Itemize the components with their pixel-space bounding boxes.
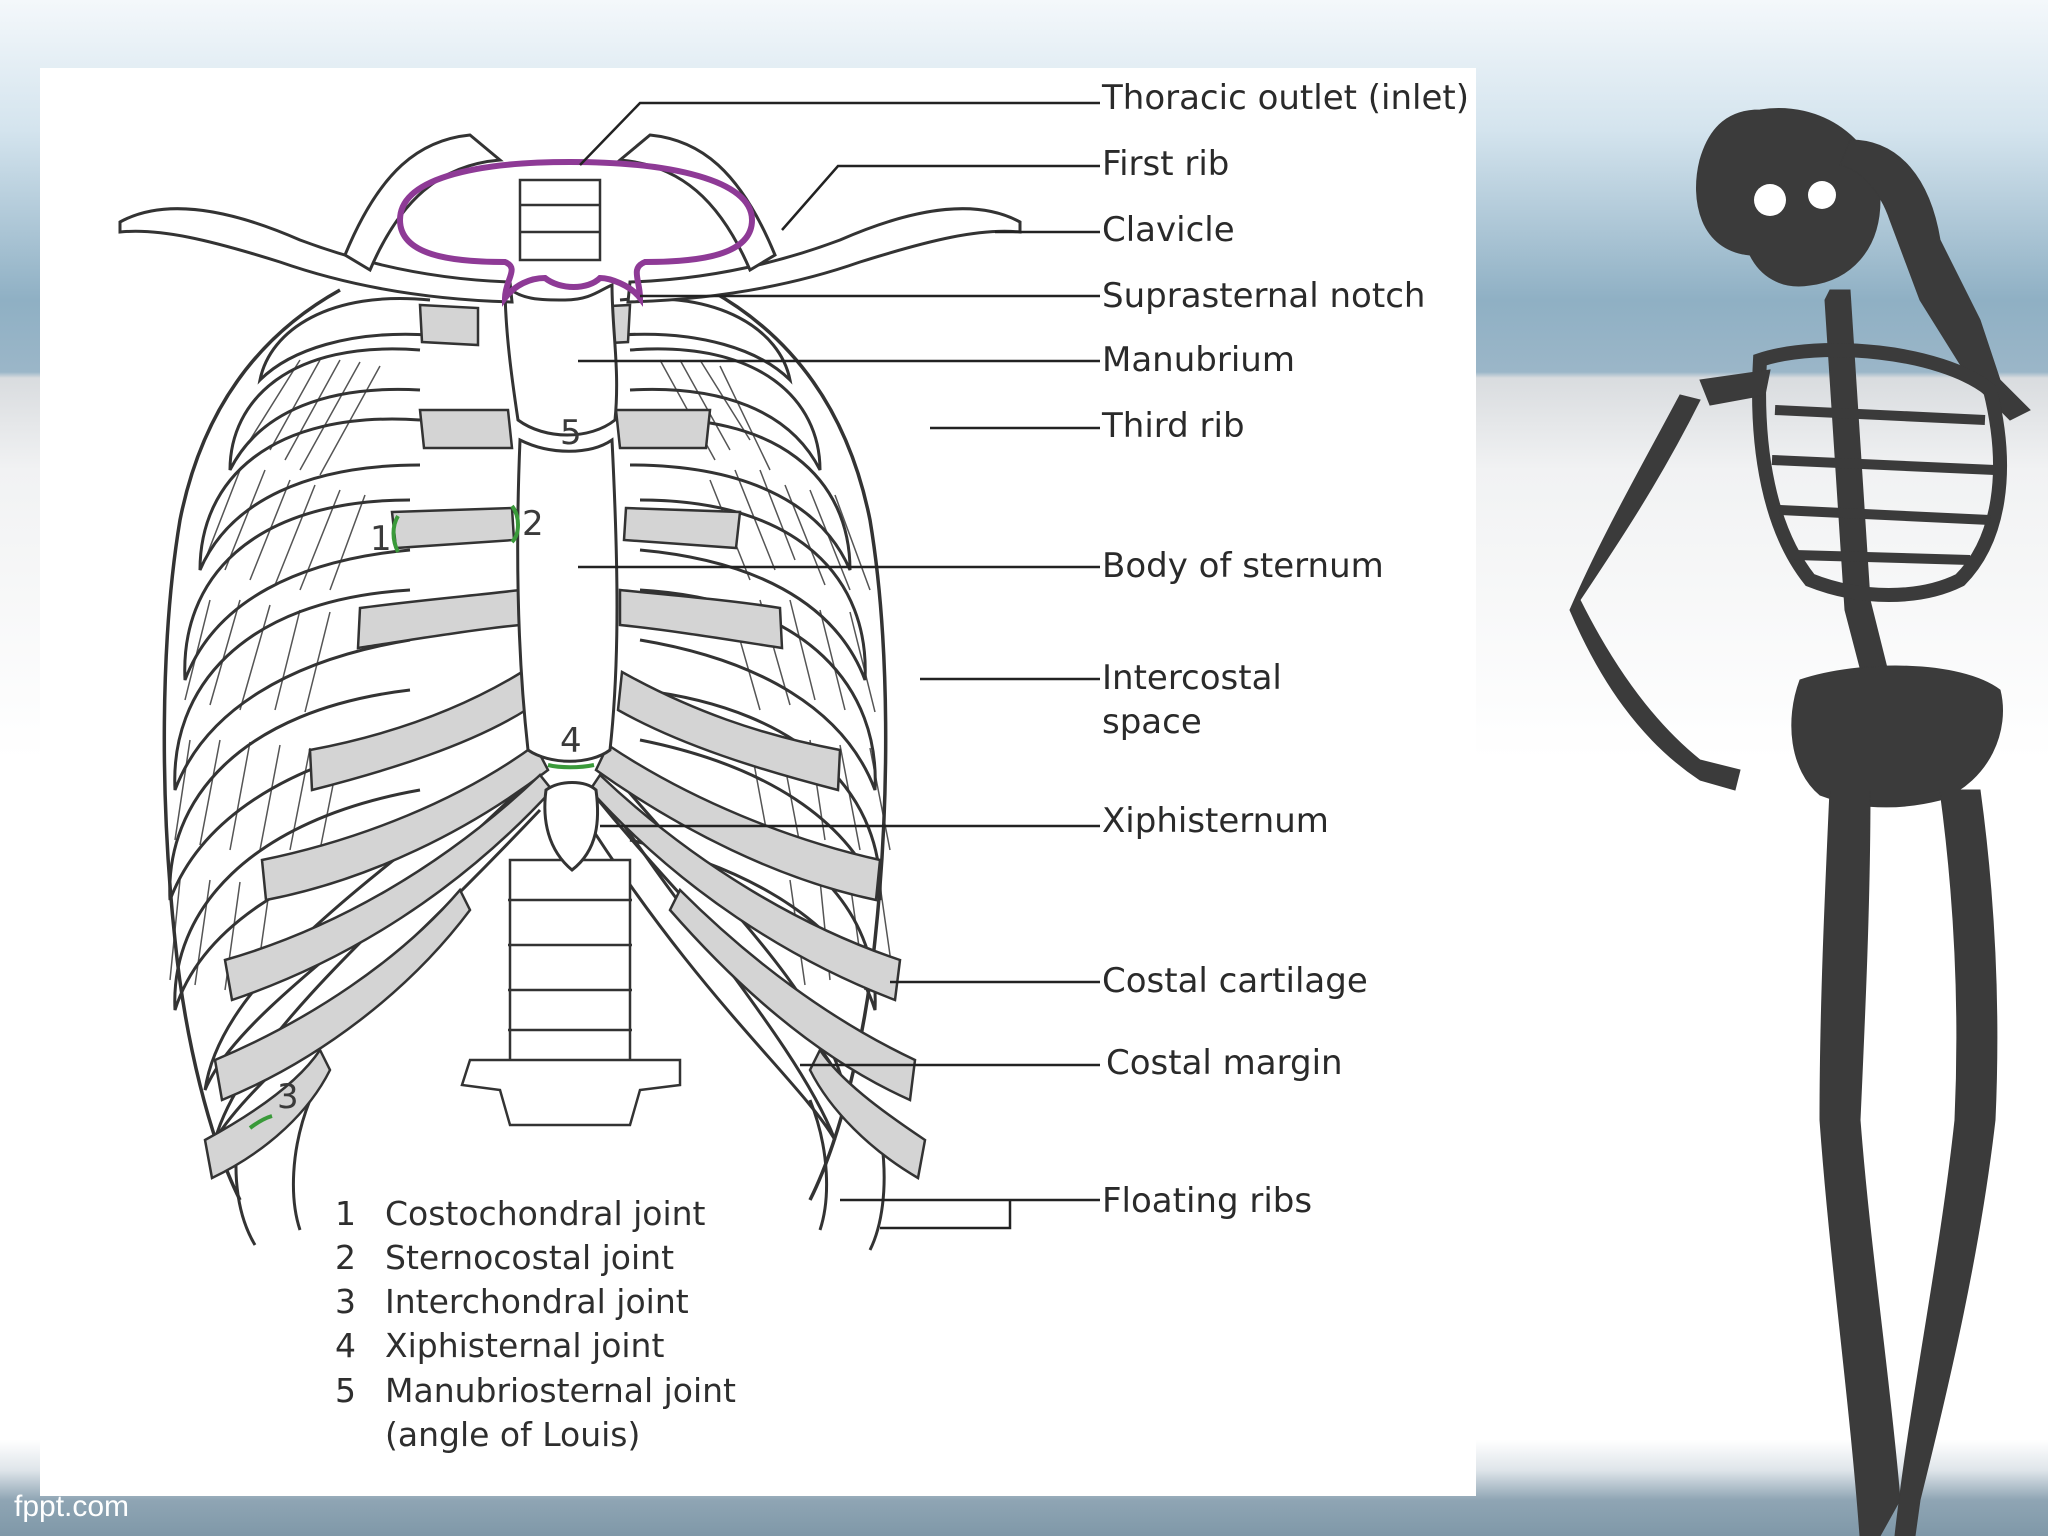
costochondral-mark <box>391 514 400 553</box>
manubrium-shape <box>503 281 619 437</box>
label-costal-cartilage: Costal cartilage <box>1102 961 1368 1001</box>
right-rib-3 <box>629 417 852 571</box>
joint-legend: 1 Costochondral joint 2 Sternocostal joi… <box>335 1194 736 1454</box>
sternal-body-shape <box>516 437 619 763</box>
legend-text-3: Interchondral joint <box>385 1282 689 1321</box>
sternocostal-mark <box>510 504 520 544</box>
left-clavicle <box>118 207 514 304</box>
right-leg <box>1894 789 1998 1536</box>
legend-num-4: 4 <box>335 1326 356 1365</box>
legend-text-2: Sternocostal joint <box>385 1238 674 1277</box>
label-thoracic-outlet: Thoracic outlet (inlet) <box>1101 78 1469 118</box>
cartilage-left-4 <box>356 588 522 650</box>
label-intercostal-space-line2: space <box>1102 702 1202 742</box>
joint-number-1: 1 <box>370 519 392 559</box>
joint-number-4: 4 <box>560 721 582 761</box>
right-rib-1 <box>619 297 793 385</box>
rib-hatching-right <box>659 359 896 991</box>
cartilage-right-2 <box>614 408 712 450</box>
thoracic-outlet-ring <box>396 158 756 307</box>
xiphisternal-mark <box>547 763 595 770</box>
clavicles <box>118 207 1022 304</box>
right-clavicle <box>626 207 1022 304</box>
left-rib-4 <box>183 498 411 681</box>
left-rib-1 <box>257 297 431 385</box>
legend-num-2: 2 <box>335 1238 356 1277</box>
joint-number-5: 5 <box>560 413 582 453</box>
label-xiphisternum: Xiphisternum <box>1102 801 1329 841</box>
costal-cartilages <box>203 303 927 1180</box>
cartilage-left-8 <box>213 887 472 1102</box>
label-clavicle: Clavicle <box>1102 210 1235 250</box>
label-manubrium: Manubrium <box>1102 340 1295 380</box>
label-first-rib: First rib <box>1102 144 1229 184</box>
legend-text-4: Xiphisternal joint <box>385 1326 664 1365</box>
skeleton-silhouette <box>1569 108 2031 1536</box>
label-floating-ribs: Floating ribs <box>1102 1181 1312 1221</box>
cartilage-left-6 <box>260 743 550 902</box>
label-third-rib: Third rib <box>1101 406 1245 446</box>
skeleton-ribcage <box>1752 343 2007 602</box>
legend-num-3: 3 <box>335 1282 356 1321</box>
leader-lines <box>578 101 1100 1230</box>
cartilage-left-2 <box>418 408 514 450</box>
legend-num-1: 1 <box>335 1194 356 1233</box>
left-rib-3 <box>198 417 421 571</box>
joint-number-3: 3 <box>277 1077 299 1117</box>
interchondral-mark <box>248 1114 273 1130</box>
cartilage-right-9 <box>808 1047 927 1180</box>
skull <box>1696 108 1881 287</box>
left-leg <box>1819 789 1901 1536</box>
left-rib-5 <box>173 588 411 791</box>
label-intercostal-space-line1: Intercostal <box>1102 658 1282 698</box>
joint-number-2: 2 <box>522 504 544 544</box>
label-body-of-sternum: Body of sternum <box>1102 546 1384 586</box>
xiphoid-shape <box>543 781 600 872</box>
legend-num-5: 5 <box>335 1371 356 1410</box>
vertebral-column <box>460 178 682 1127</box>
watermark: fppt.com <box>14 1490 130 1523</box>
cartilage-right-8 <box>668 887 917 1102</box>
sternum <box>503 281 619 872</box>
legend-text-1: Costochondral joint <box>385 1194 706 1233</box>
legend-text-6: (angle of Louis) <box>385 1415 640 1454</box>
joint-markers <box>248 504 595 1130</box>
cartilage-left-1 <box>418 303 480 347</box>
legend-text-5: Manubriosternal joint <box>385 1371 736 1410</box>
right-rib-2 <box>629 347 822 471</box>
cartilage-right-4 <box>618 588 784 650</box>
cartilage-left-9 <box>203 1047 332 1180</box>
anatomy-labels: Thoracic outlet (inlet) First rib Clavic… <box>1101 78 1469 1221</box>
cartilage-right-5 <box>616 669 842 792</box>
right-rib-4 <box>639 498 867 681</box>
pelvis <box>1791 665 2003 808</box>
left-rib-2 <box>228 347 421 471</box>
label-suprasternal-notch: Suprasternal notch <box>1102 276 1425 316</box>
label-costal-margin: Costal margin <box>1106 1043 1343 1083</box>
cartilage-right-7 <box>588 773 902 1002</box>
cartilage-left-3 <box>390 506 516 550</box>
cartilage-right-6 <box>594 743 882 902</box>
cage-outline-left <box>162 288 341 1201</box>
cartilage-right-3 <box>622 506 742 550</box>
